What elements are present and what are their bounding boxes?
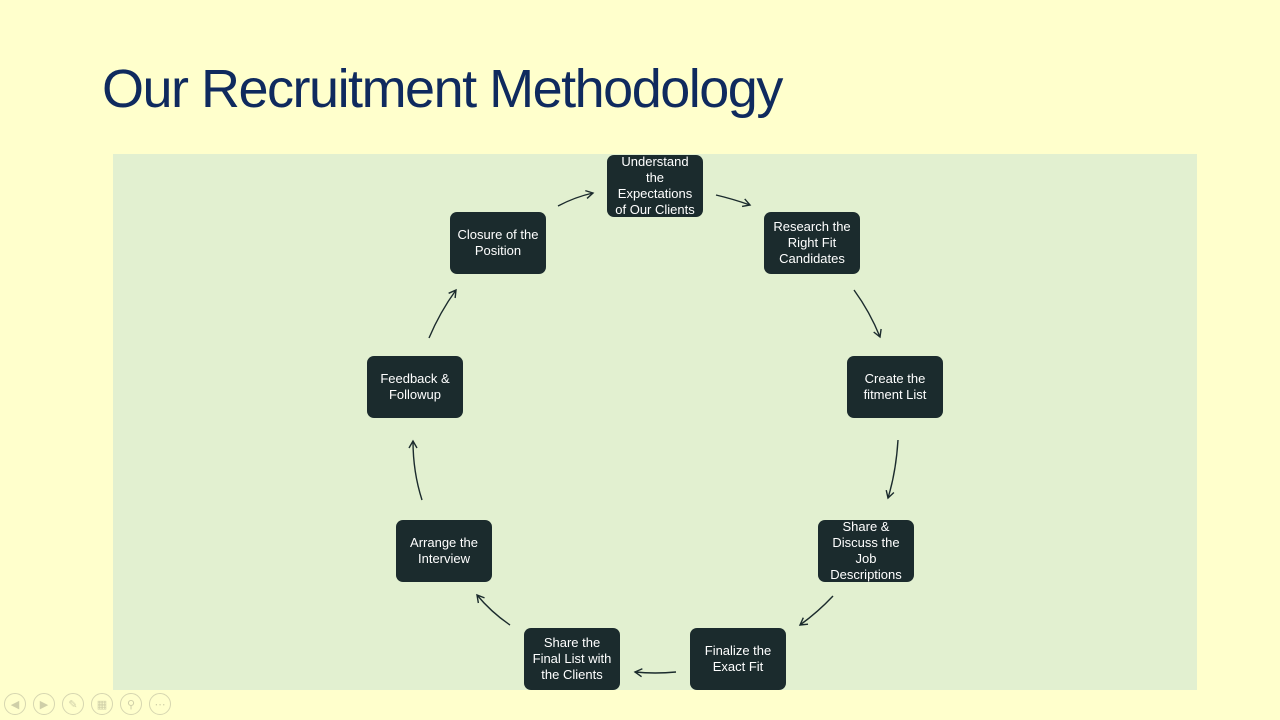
step-feedback-followup: Feedback & Followup <box>367 356 463 418</box>
step-understand-expectations: Understand the Expectations of Our Clien… <box>607 155 703 217</box>
step-closure-position: Closure of the Position <box>450 212 546 274</box>
zoom-icon[interactable]: ⚲ <box>120 693 142 715</box>
arrow-step6-to-step7 <box>476 593 511 626</box>
step-share-job-descriptions: Share & Discuss the Job Descriptions <box>818 520 914 582</box>
presentation-toolbar: ◀ ▶ ✎ ▦ ⚲ ⋯ <box>4 693 171 715</box>
arrow-step1-to-step2 <box>715 194 752 208</box>
slide-title: Our Recruitment Methodology <box>102 59 783 119</box>
arrow-step3-to-step4 <box>885 439 899 500</box>
next-icon[interactable]: ▶ <box>33 693 55 715</box>
slides-icon[interactable]: ▦ <box>91 693 113 715</box>
step-create-fitment-list: Create the fitment List <box>847 356 943 418</box>
step-arrange-interview: Arrange the Interview <box>396 520 492 582</box>
more-icon[interactable]: ⋯ <box>149 693 171 715</box>
arrow-step2-to-step3 <box>853 289 882 339</box>
arrow-step9-to-step1 <box>557 189 595 207</box>
previous-icon[interactable]: ◀ <box>4 693 26 715</box>
arrow-step5-to-step6 <box>633 668 677 678</box>
arrow-step4-to-step5 <box>798 595 834 626</box>
step-research-candidates: Research the Right Fit Candidates <box>764 212 860 274</box>
step-share-final-list: Share the Final List with the Clients <box>524 628 620 690</box>
diagram-panel <box>113 154 1197 690</box>
step-finalize-exact-fit: Finalize the Exact Fit <box>690 628 786 690</box>
pen-icon[interactable]: ✎ <box>62 693 84 715</box>
arrow-step8-to-step9 <box>428 288 457 339</box>
arrow-step7-to-step8 <box>408 439 423 501</box>
